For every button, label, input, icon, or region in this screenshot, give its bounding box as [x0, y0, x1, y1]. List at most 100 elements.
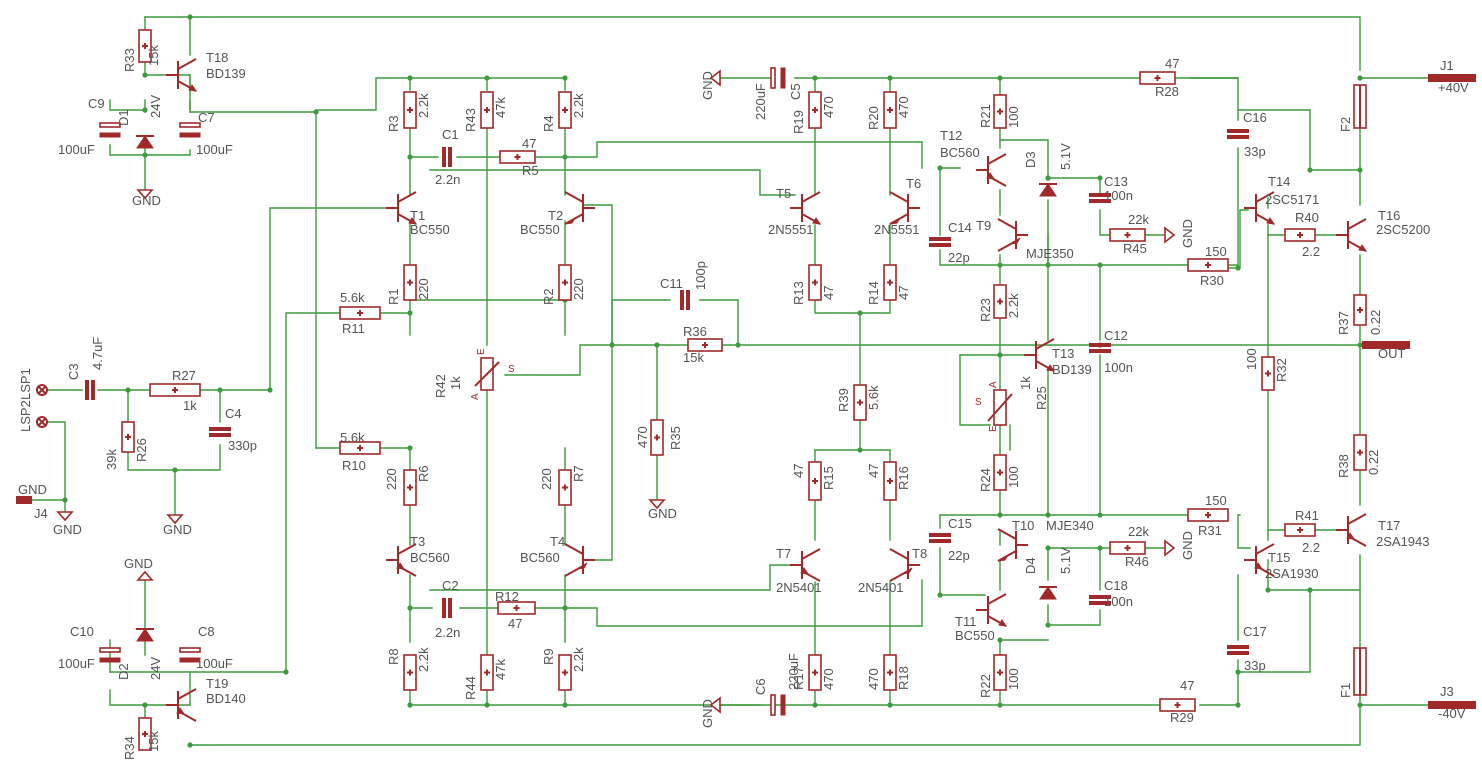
R40-resistor-mark [1297, 232, 1303, 238]
D1-zener-diode [136, 135, 154, 149]
wire [1267, 224, 1286, 236]
junction-dot [1235, 265, 1241, 271]
capacitor-value: 22p [948, 548, 970, 563]
resistor-value: 47 [522, 136, 536, 151]
T4-transistor-arrow [576, 562, 588, 570]
resistor-value: 22k [1128, 212, 1149, 227]
resistor-value: 100 [1244, 348, 1259, 370]
C9-capacitor [99, 122, 121, 128]
resistor-value: 470 [821, 668, 836, 690]
wires [29, 14, 1429, 748]
transistor-type: 2N5551 [874, 222, 920, 237]
transistor-name: T17 [1378, 518, 1400, 533]
j1-name: J1 [1440, 58, 1454, 73]
resistor-name: R24 [978, 468, 993, 492]
junction-dot [857, 447, 863, 453]
R45-resistor-mark [1124, 232, 1131, 238]
resistor-name: R11 [342, 321, 365, 336]
resistor-name: R15 [821, 466, 836, 490]
T9-transistor-arrow [1009, 237, 1021, 245]
T18-transistor-arrow [188, 84, 198, 92]
junction-dot [562, 75, 568, 81]
resistor-value: 2.2k [571, 647, 586, 672]
capacitor-value: 330p [228, 438, 257, 453]
resistor-value: 100 [1006, 106, 1021, 128]
out-terminal [1362, 341, 1410, 349]
wire [582, 204, 613, 561]
C7-capacitor [179, 122, 201, 128]
junction-dot [1045, 622, 1051, 628]
input-pad-1-cross [38, 386, 46, 394]
R39-resistor-mark [857, 399, 863, 406]
junction-dot [1307, 587, 1313, 593]
capacitor-name: C3 [66, 363, 81, 380]
T14-transistor-arrow [1266, 217, 1276, 225]
C10-capacitor-neg [99, 657, 121, 663]
R10-resistor-mark [357, 445, 363, 451]
resistor-value: 2.2 [1302, 540, 1320, 555]
j1-terminal [1428, 74, 1476, 82]
transistor-name: T8 [912, 546, 927, 561]
capacitor-value: 22p [948, 250, 970, 265]
j4-terminal [16, 496, 32, 504]
wire [504, 344, 1363, 376]
wire [109, 689, 191, 706]
T6-transistor-arrow [889, 217, 901, 225]
junction-dot [187, 742, 193, 748]
capacitor-value: 100p [693, 261, 708, 290]
ground-symbol [56, 511, 74, 522]
C16-capacitor [1227, 129, 1249, 139]
resistor-name: R39 [836, 388, 851, 412]
T18-transistor-collector [177, 58, 197, 70]
resistor-value: 15k [146, 731, 161, 752]
wire [144, 16, 1361, 71]
resistor-value: 0.22 [1368, 310, 1383, 335]
resistor-name: R43 [463, 108, 478, 132]
junction-dot [1357, 75, 1363, 81]
wire [1239, 209, 1249, 269]
resistor-value: 22k [1128, 524, 1149, 539]
junction-dot [562, 702, 568, 708]
resistor-name: R45 [1123, 241, 1147, 256]
transistor-type: BC560 [940, 145, 980, 160]
capacitor-name: C14 [948, 220, 972, 235]
resistor-value: 470 [635, 426, 650, 448]
resistor-value: 2.2k [1006, 293, 1021, 318]
resistor-name: R37 [1336, 311, 1351, 335]
junction-dot [887, 75, 893, 81]
junction-dot [812, 702, 818, 708]
resistor-name: R33 [122, 48, 137, 72]
resistor-value: 5.6k [340, 290, 365, 305]
R17-resistor-mark [812, 669, 818, 676]
T9-transistor-collector [997, 218, 1017, 230]
transistor-name: T13 [1052, 346, 1074, 361]
junction-dot [407, 154, 413, 160]
capacitor-value: 33p [1244, 658, 1266, 673]
C10-capacitor [99, 647, 121, 653]
trimpot-value: 1k [448, 376, 463, 390]
diode-value: 24V [148, 657, 163, 680]
C12-capacitor [1089, 343, 1111, 353]
T17-transistor-arrow [1346, 532, 1356, 540]
C5-capacitor-neg [780, 67, 786, 89]
T4-transistor-collector [564, 543, 584, 555]
ground-symbol [709, 69, 721, 87]
transistor-type: MJE350 [1026, 246, 1074, 261]
resistor-name: R31 [1198, 523, 1222, 538]
capacitor-name: C11 [660, 276, 683, 291]
resistor-name: R36 [683, 324, 707, 339]
transistor-name: T15 [1268, 550, 1290, 565]
diode-name: D3 [1023, 151, 1038, 168]
R22-resistor-mark [997, 669, 1003, 676]
capacitor-name: C16 [1243, 110, 1267, 125]
resistor-value: 470 [896, 96, 911, 118]
fuse-name: F1 [1338, 683, 1353, 698]
junction-dot [1265, 587, 1271, 593]
junction-dot [407, 445, 413, 451]
R4-resistor-mark [562, 107, 568, 113]
wire [959, 354, 991, 426]
wire [1047, 609, 1101, 626]
transistor-type: BC560 [520, 550, 560, 565]
junction-dot [217, 387, 223, 393]
